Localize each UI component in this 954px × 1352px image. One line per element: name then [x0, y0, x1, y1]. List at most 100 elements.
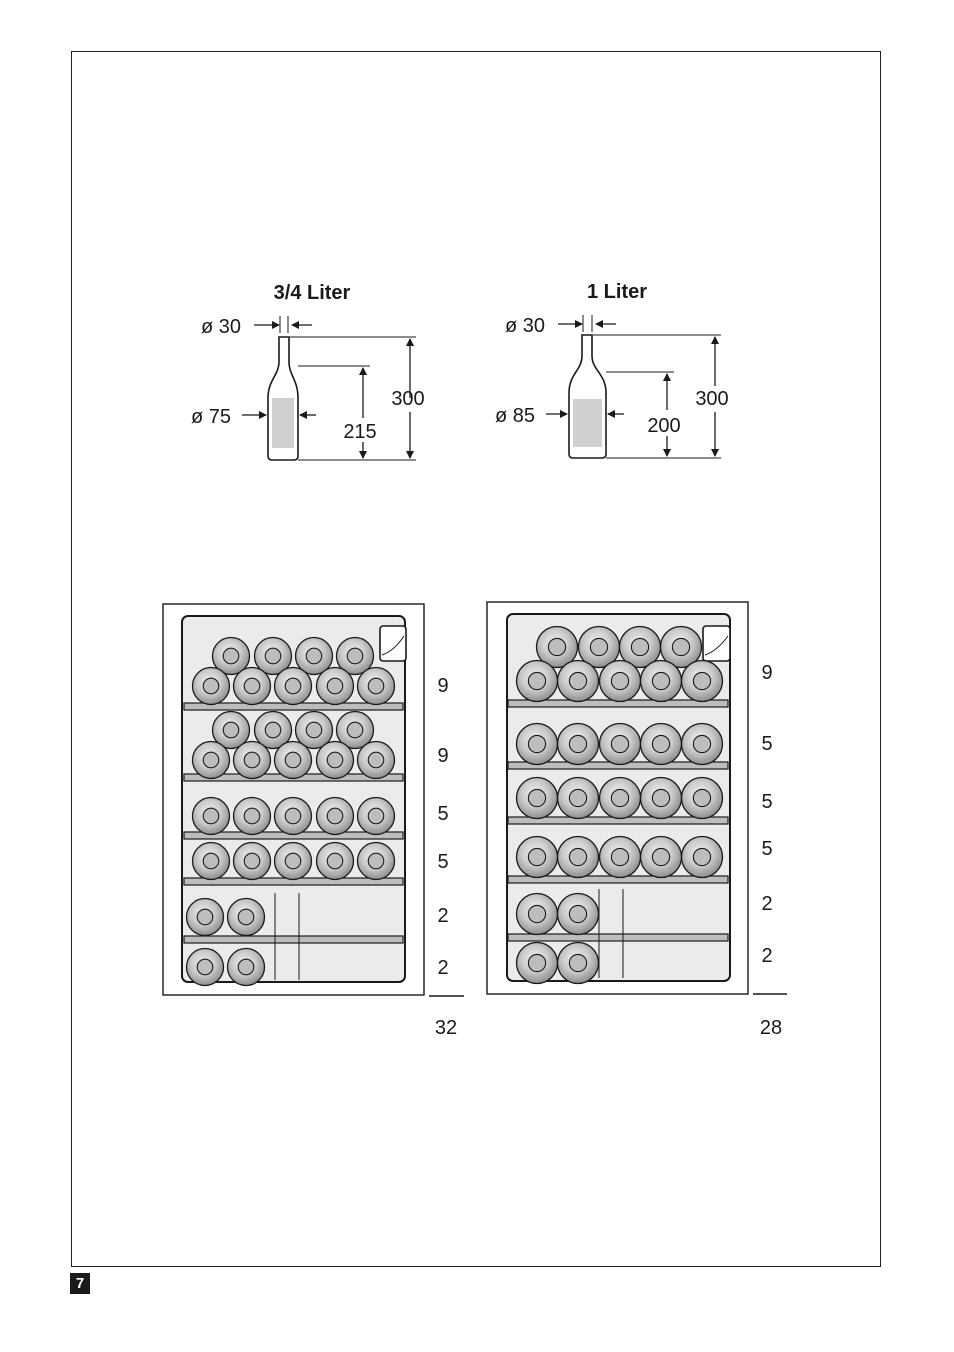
bottle-end-neck [243, 807, 261, 825]
bottle-end-neck [305, 721, 323, 739]
bottle-end-neck [651, 788, 671, 808]
bottle-end [185, 947, 225, 987]
bottle-end-neck [264, 721, 282, 739]
control-panel-detail [381, 635, 405, 656]
bottle-end-neck [527, 904, 547, 924]
row-count: 5 [761, 791, 772, 813]
bottle-end-neck [202, 677, 220, 695]
bottle-end-neck [651, 734, 671, 754]
shelf [507, 933, 729, 942]
bottle-label [272, 398, 294, 448]
bottle-end-neck [527, 788, 547, 808]
bottle-end [535, 625, 579, 669]
bottle-end [315, 841, 355, 881]
row-count: 5 [761, 838, 772, 860]
bottle-end [191, 666, 231, 706]
bottle-end [515, 835, 559, 879]
bottle-end [515, 659, 559, 703]
bottle-end [191, 841, 231, 881]
bottle-end [211, 710, 251, 750]
bottle-end-neck [568, 671, 588, 691]
bottle-end-neck [243, 677, 261, 695]
bottle-end [315, 740, 355, 780]
control-panel-detail [704, 635, 729, 656]
bottle-end-neck [568, 734, 588, 754]
bottle-end [659, 625, 703, 669]
bottle-end [273, 740, 313, 780]
bottle-end-neck [610, 734, 630, 754]
bottle-title: 3/4 Liter [274, 282, 351, 304]
bottle-end [356, 796, 396, 836]
bottle-end-neck [589, 637, 609, 657]
bottle-end [639, 776, 683, 820]
bottle-end [273, 666, 313, 706]
bottle-end-neck [367, 852, 385, 870]
bottle-end-neck [222, 721, 240, 739]
cabinet-bottles [185, 636, 396, 987]
bottle-end-neck [243, 751, 261, 769]
bottle-end [191, 740, 231, 780]
bottle-end [335, 636, 375, 676]
bottle-end-neck [326, 852, 344, 870]
bottle-end-neck [692, 847, 712, 867]
bottle-title: 1 Liter [587, 281, 647, 303]
bottle-end-neck [610, 788, 630, 808]
bottle-end [191, 796, 231, 836]
bottle-end [273, 796, 313, 836]
total-count: 32 [435, 1017, 457, 1039]
bottle-end-neck [610, 847, 630, 867]
bottle-end-neck [222, 647, 240, 665]
bottle-diagram-1-liter: 1 Liter ø 30 ø 85 300 200 [495, 281, 729, 459]
bottle-end [639, 722, 683, 766]
bottle-end-neck [547, 637, 567, 657]
bottle-end-neck [527, 847, 547, 867]
bottle-end-neck [196, 908, 214, 926]
neck-diameter-label: ø 30 [201, 316, 241, 338]
row-count: 5 [437, 803, 448, 825]
bottle-end-neck [202, 807, 220, 825]
bottle-end [639, 835, 683, 879]
height-body-label: 200 [647, 415, 680, 437]
row-count: 2 [761, 893, 772, 915]
bottle-end-neck [651, 671, 671, 691]
total-count: 28 [760, 1017, 782, 1039]
bottle-end [356, 841, 396, 881]
bottle-end [515, 722, 559, 766]
bottle-end [253, 710, 293, 750]
wine-cabinet-layout-1: 9 9 5 5 2 2 32 [162, 603, 464, 1039]
height-body-label: 215 [343, 421, 376, 443]
height-total-label: 300 [391, 388, 424, 410]
row-count: 9 [437, 675, 448, 697]
bottle-end [556, 941, 600, 985]
bottle-end-neck [346, 647, 364, 665]
page-number: 7 [70, 1273, 90, 1294]
bottle-end [598, 835, 642, 879]
bottle-end [226, 897, 266, 937]
row-count: 5 [761, 733, 772, 755]
bottle-end [515, 892, 559, 936]
bottle-end [598, 659, 642, 703]
bottle-end-neck [243, 852, 261, 870]
bottle-label [573, 399, 602, 447]
row-count: 5 [437, 851, 448, 873]
bottle-end-neck [237, 958, 255, 976]
body-diameter-label: ø 85 [495, 405, 535, 427]
body-diameter-label: ø 75 [191, 406, 231, 428]
bottle-end-neck [527, 734, 547, 754]
bottle-end [294, 710, 334, 750]
bottle-end [273, 841, 313, 881]
bottle-end-neck [196, 958, 214, 976]
row-count: 2 [761, 945, 772, 967]
bottle-end [185, 897, 225, 937]
bottle-end-neck [346, 721, 364, 739]
bottle-end [232, 666, 272, 706]
control-panel [702, 625, 731, 662]
page-frame [71, 51, 881, 1267]
bottle-end-neck [692, 788, 712, 808]
bottle-end [556, 722, 600, 766]
bottle-end [515, 941, 559, 985]
bottle-end [335, 710, 375, 750]
bottle-end-neck [202, 852, 220, 870]
bottle-end-neck [264, 647, 282, 665]
bottle-end-neck [284, 751, 302, 769]
